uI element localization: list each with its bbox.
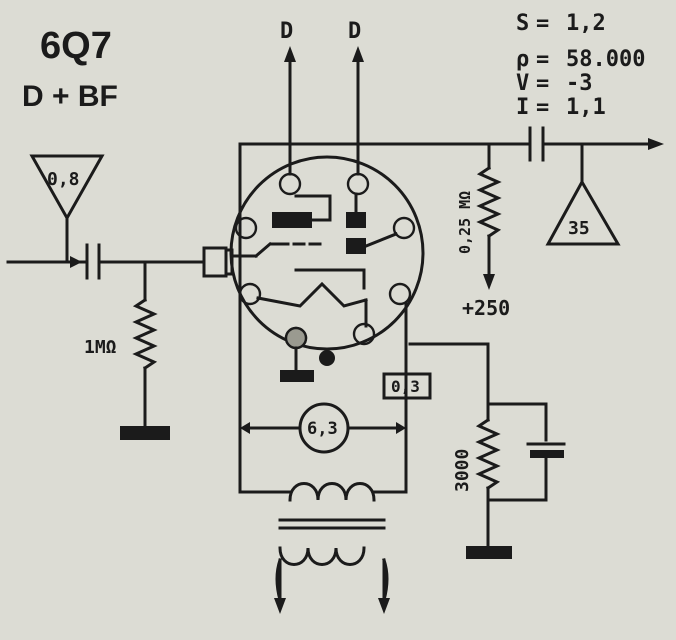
tube-envelope bbox=[229, 155, 425, 351]
param-value: 58.000 bbox=[566, 47, 645, 72]
triode-plate bbox=[272, 212, 312, 228]
heater-voltage-label: 6,3 bbox=[307, 419, 338, 439]
grid-resistor-label: 1MΩ bbox=[84, 337, 117, 358]
diode-outputs: D D bbox=[280, 19, 364, 176]
svg-text:=: = bbox=[536, 71, 549, 96]
diode-plate bbox=[346, 212, 366, 228]
param-value: 1,2 bbox=[566, 11, 606, 36]
svg-text:=: = bbox=[536, 47, 549, 72]
input-level-label: 0,8 bbox=[47, 169, 80, 190]
arrow-down-icon bbox=[378, 598, 390, 614]
plate-resistor-label: 0,25 MΩ bbox=[456, 191, 474, 254]
tube-name: 6Q7 bbox=[40, 25, 112, 67]
diode-output-label: D bbox=[280, 19, 293, 44]
param-value: -3 bbox=[566, 71, 593, 96]
input-level-triangle: 0,8 bbox=[29, 154, 105, 264]
param-symbol: S bbox=[516, 11, 529, 36]
heater-voltage-circle bbox=[298, 402, 350, 454]
secondary-winding bbox=[278, 546, 366, 566]
diode-output-label: D bbox=[348, 19, 361, 44]
ground-icon bbox=[120, 426, 170, 440]
heater-current-box bbox=[382, 372, 432, 400]
arrow-up-icon bbox=[352, 46, 364, 62]
tube-pin bbox=[238, 282, 262, 306]
cathode-circuit: 3000 bbox=[408, 342, 566, 559]
tube-pin bbox=[352, 322, 376, 346]
param-symbol: ρ bbox=[516, 47, 529, 72]
arrow-up-icon bbox=[284, 46, 296, 62]
parameter-list: S = 1,2 ρ = 58.000 V = -3 I = 1,1 bbox=[516, 11, 645, 120]
svg-text:=: = bbox=[536, 11, 549, 36]
output-gain-label: 35 bbox=[568, 218, 590, 239]
param-value: 1,1 bbox=[566, 95, 606, 120]
input-line bbox=[6, 243, 206, 280]
arrow-down-icon bbox=[483, 274, 495, 290]
grid-resistor: 1MΩ bbox=[84, 260, 170, 440]
plate-supply-label: +250 bbox=[462, 296, 510, 320]
ground-icon bbox=[280, 370, 314, 382]
plate-resistor: 0,25 MΩ +250 bbox=[456, 142, 510, 320]
tube-pin bbox=[346, 172, 370, 196]
heater-filament bbox=[256, 281, 368, 308]
tube-pin bbox=[278, 172, 302, 196]
param-symbol: V bbox=[516, 71, 529, 96]
grid-cap bbox=[202, 246, 228, 278]
cathode-resistor-label: 3000 bbox=[452, 449, 473, 492]
heater-transformer bbox=[238, 482, 408, 614]
input-arrow-icon bbox=[70, 256, 82, 268]
ground-icon bbox=[466, 546, 512, 559]
svg-text:=: = bbox=[536, 95, 549, 120]
heater-circuit: 0,3 6,3 bbox=[240, 302, 432, 494]
tube-pin bbox=[234, 216, 258, 240]
plate-output-line bbox=[238, 126, 664, 494]
output-arrow-icon bbox=[648, 138, 664, 150]
diode-plate bbox=[346, 238, 366, 254]
param-symbol: I bbox=[516, 95, 529, 120]
tube-pin bbox=[388, 282, 412, 306]
heater-current-label: 0,3 bbox=[391, 377, 420, 396]
tube-pin bbox=[392, 216, 416, 240]
output-gain-triangle: 35 bbox=[545, 142, 621, 246]
arrow-down-icon bbox=[274, 598, 286, 614]
tube-function: D + BF bbox=[22, 80, 118, 113]
primary-winding bbox=[288, 482, 376, 502]
tube-key bbox=[319, 350, 335, 366]
